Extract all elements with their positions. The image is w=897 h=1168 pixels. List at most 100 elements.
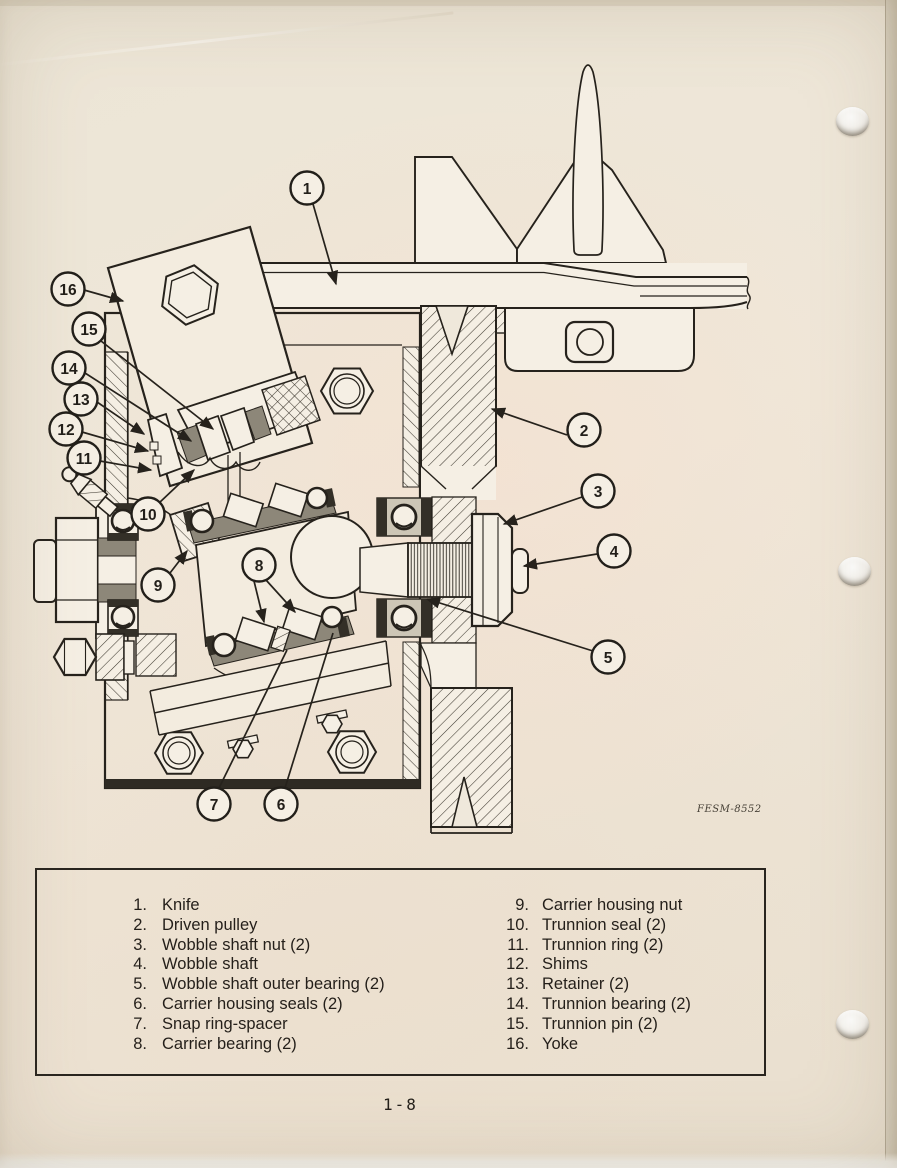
punch-hole (836, 107, 869, 136)
parts-list-item: 15.Trunnion pin (2) (485, 1015, 691, 1035)
ball-bearing (189, 508, 215, 534)
parts-list-item: 3. Wobble shaft nut (2) (103, 936, 385, 956)
callout-13: 13 (63, 381, 99, 417)
parts-list-item: 12.Shims (485, 955, 691, 975)
callout-12: 12 (48, 411, 84, 447)
parts-list-item: 4. Wobble shaft (103, 955, 385, 975)
part-label: Wobble shaft (162, 955, 259, 974)
part-number: 11. (507, 935, 529, 954)
yoke-bolt-head (161, 264, 219, 326)
left-shaft-end (33, 466, 177, 681)
part-number: 13. (506, 975, 529, 994)
svg-text:6: 6 (277, 797, 286, 814)
carrier-bearing (267, 482, 310, 518)
part-number: 4. (133, 955, 147, 974)
callout-7: 7 (196, 786, 232, 822)
flange-bolt (226, 734, 260, 759)
parts-list-item: 11. Trunnion ring (2) (485, 936, 691, 956)
callout-5: 5 (590, 639, 626, 675)
hex-bolt (319, 367, 375, 415)
wobble-shaft (359, 497, 529, 638)
parts-list-item: 10.Trunnion seal (2) (485, 916, 691, 936)
shaft-tip (511, 548, 529, 594)
part-number: 5. (133, 975, 147, 994)
svg-text:10: 10 (139, 507, 156, 524)
svg-text:2: 2 (580, 423, 589, 440)
parts-list-item: 9.Carrier housing nut (485, 896, 691, 916)
punch-hole (838, 557, 871, 586)
ball-bearing (320, 605, 344, 629)
part-label: Knife (162, 896, 200, 914)
part-label: Snap ring-spacer (162, 1014, 288, 1033)
part-label: Wobble shaft outer bearing (2) (162, 975, 385, 994)
svg-text:13: 13 (72, 392, 90, 409)
trunnion-seal (244, 405, 272, 441)
lower-left-nut (52, 633, 135, 681)
pulley-hub (431, 596, 477, 644)
driven-pulley (420, 305, 513, 834)
part-label: Driven pulley (162, 915, 258, 934)
callout-15: 15 (71, 311, 107, 347)
shims (149, 441, 159, 451)
part-number: 12. (506, 955, 529, 974)
callout-circles: 1 2 3 4 5 6 7 8 9 10 11 12 13 14 15 16 (48, 170, 632, 822)
parts-list-item: 8.Carrier bearing (2) (103, 1035, 385, 1055)
leader-lines (81, 203, 598, 789)
parts-list-item: 14.Trunnion bearing (2) (485, 995, 691, 1015)
outer-bearing-top (376, 497, 432, 537)
part-number: 1. (133, 896, 147, 914)
part-number: 14. (506, 994, 529, 1013)
svg-text:7: 7 (210, 797, 219, 814)
parts-list-item: 2. Driven pulley (103, 916, 385, 936)
parts-list-item: 13. Retainer (2) (485, 975, 691, 995)
part-number: 6. (133, 994, 147, 1013)
svg-text:4: 4 (610, 544, 619, 561)
part-label: Yoke (542, 1034, 579, 1053)
part-number: 3. (133, 935, 147, 954)
svg-text:9: 9 (154, 578, 163, 595)
wobble-shaft-nut (470, 512, 514, 628)
knife-assembly (252, 64, 751, 372)
part-number: 2. (133, 915, 147, 934)
hex-bolt (153, 731, 205, 775)
flange-bolt (315, 709, 349, 734)
carrier-housing-hatch (261, 375, 321, 436)
part-number: 9. (515, 896, 529, 914)
part-label: Wobble shaft nut (2) (162, 935, 311, 954)
callout-14: 14 (51, 350, 87, 386)
page-bottom-edge (0, 1153, 897, 1168)
ball-bearing (211, 632, 237, 658)
parts-list-item: 16.Yoke (485, 1035, 691, 1055)
callout-16: 16 (50, 271, 86, 307)
callout-11: 11 (66, 440, 102, 476)
carrier-bearing (222, 492, 265, 528)
parts-list-right-column: 9.Carrier housing nut 10.Trunnion seal (… (485, 896, 691, 1054)
parts-list-item: 7.Snap ring-spacer (103, 1015, 385, 1035)
page-top-edge (0, 0, 897, 6)
housing-right-wall (402, 346, 420, 488)
svg-text:3: 3 (594, 484, 603, 501)
snap-ring-spacer (270, 625, 291, 653)
punch-hole (836, 1010, 869, 1039)
part-label: Carrier housing seals (2) (162, 994, 343, 1013)
shaft-threads (407, 542, 473, 598)
housing-bottom-wall (105, 779, 420, 788)
svg-text:1: 1 (303, 181, 312, 198)
bar-break-line (746, 276, 751, 310)
trunnion-bearing (219, 406, 256, 452)
parts-list-item: 1. Knife (103, 896, 385, 916)
trunnion-assembly (146, 370, 321, 520)
callout-6: 6 (263, 786, 299, 822)
shims (152, 455, 162, 465)
pulley-hub (431, 496, 477, 544)
part-label: Carrier bearing (2) (162, 1034, 297, 1053)
svg-text:14: 14 (60, 361, 78, 378)
outer-bearing-left-bottom (107, 599, 139, 637)
part-label: Trunnion ring (2) (542, 935, 664, 954)
wobble-shaft-nut-left (54, 516, 100, 624)
callout-10: 10 (130, 496, 166, 532)
carrier-bearing (281, 605, 324, 641)
outer-bearing-bottom (376, 598, 432, 638)
part-label: Retainer (2) (542, 975, 630, 994)
